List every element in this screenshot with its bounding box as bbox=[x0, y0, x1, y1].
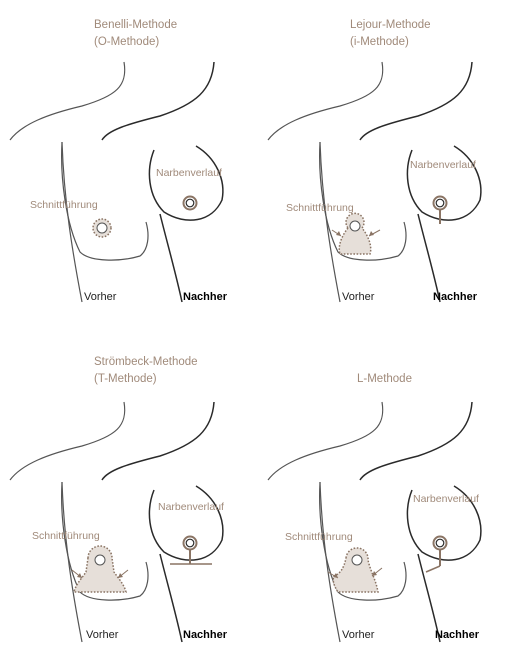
panel-l-method: L-Methode Schnittführung Narbenverlauf V… bbox=[267, 373, 482, 643]
after-label: Nachher bbox=[433, 291, 478, 303]
areola-after bbox=[435, 198, 445, 208]
areola-before bbox=[96, 222, 108, 234]
scar-side bbox=[425, 565, 441, 573]
areola-after bbox=[185, 538, 195, 548]
before-label: Vorher bbox=[342, 291, 375, 303]
method-title-line-1: Lejour-Methode bbox=[350, 19, 431, 31]
areola-after bbox=[185, 198, 195, 208]
method-title-line-1: L-Methode bbox=[357, 373, 412, 385]
incision-label: Schnittführung bbox=[286, 202, 354, 214]
incision-anchor bbox=[73, 545, 127, 593]
panel-stroembeck: Strömbeck-Methode (T-Methode) Schnittfüh… bbox=[9, 356, 228, 643]
scar-label: Narbenverlauf bbox=[413, 493, 479, 505]
before-label: Vorher bbox=[86, 629, 119, 641]
arrow-right-head bbox=[118, 573, 123, 578]
arrow-right-head bbox=[372, 571, 377, 576]
before-label: Vorher bbox=[84, 291, 117, 303]
incision-label: Schnittführung bbox=[32, 530, 100, 542]
areola-after bbox=[435, 538, 445, 548]
incision-l-shape bbox=[332, 547, 379, 593]
scar-label: Narbenverlauf bbox=[158, 501, 224, 513]
method-title-line-2: (T-Methode) bbox=[94, 373, 157, 385]
method-title-line-1: Strömbeck-Methode bbox=[94, 356, 198, 368]
after-label: Nachher bbox=[183, 629, 228, 641]
body-silhouette bbox=[9, 61, 224, 303]
areola-before bbox=[94, 554, 106, 566]
after-label: Nachher bbox=[183, 291, 228, 303]
areola-before bbox=[349, 220, 361, 232]
incision-label: Schnittführung bbox=[285, 531, 353, 543]
arrow-left-head bbox=[336, 231, 341, 236]
method-title-line-2: (O-Methode) bbox=[94, 36, 159, 48]
method-title-line-2: (i-Methode) bbox=[350, 36, 409, 48]
after-label: Nachher bbox=[435, 629, 480, 641]
areola-before bbox=[351, 554, 363, 566]
before-label: Vorher bbox=[342, 629, 375, 641]
scar-label: Narbenverlauf bbox=[410, 159, 476, 171]
arrow-left-head bbox=[77, 573, 82, 578]
panel-lejour: Lejour-Methode (i-Methode) Schnittführun… bbox=[267, 19, 482, 303]
scar-label: Narbenverlauf bbox=[156, 167, 222, 179]
panel-benelli: Benelli-Methode (O-Methode) Schnittführu… bbox=[9, 19, 228, 303]
incision-keyhole bbox=[338, 212, 372, 255]
incision-label: Schnittführung bbox=[30, 199, 98, 211]
body-silhouette bbox=[267, 61, 482, 303]
arrow-left-head bbox=[333, 573, 338, 578]
body-silhouette bbox=[9, 401, 224, 643]
arrow-right-head bbox=[369, 231, 374, 236]
body-silhouette bbox=[267, 401, 482, 643]
method-title-line-1: Benelli-Methode bbox=[94, 19, 177, 31]
